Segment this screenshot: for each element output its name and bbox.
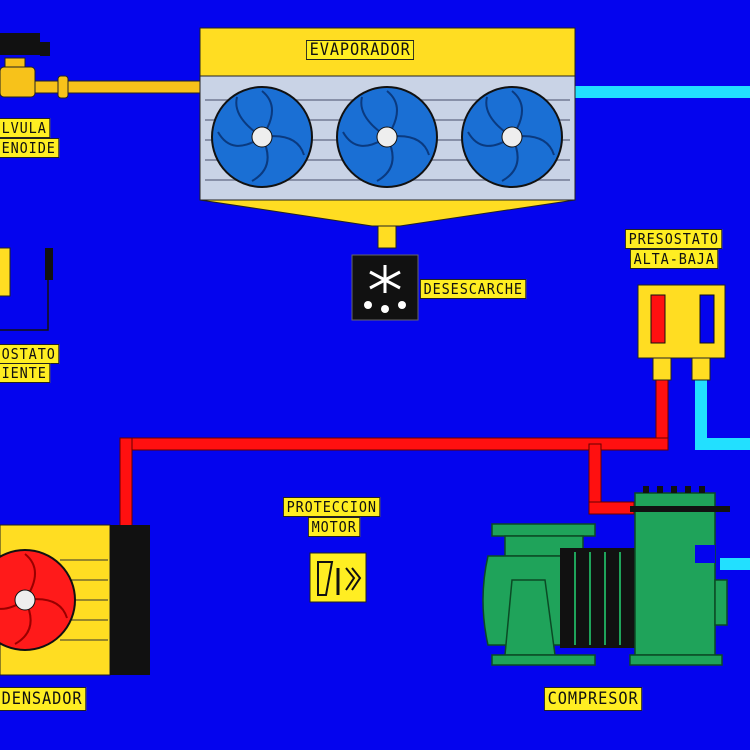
solenoid-valve[interactable] xyxy=(0,33,50,98)
fan-icon xyxy=(211,86,313,188)
snowflake-drops-icon[interactable] xyxy=(351,254,419,321)
pressure-switch[interactable] xyxy=(637,284,726,381)
motor-protection-label-line1: PROTECCION xyxy=(283,497,381,517)
evaporator-label: EVAPORADOR xyxy=(306,40,415,60)
pressure-switch-label-line1: PRESOSTATO xyxy=(625,229,723,249)
motor-protection-icon[interactable] xyxy=(309,552,367,603)
fan-icon xyxy=(336,86,438,188)
solenoid-valve-label-line2: ENOIDE xyxy=(0,138,60,158)
compressor[interactable] xyxy=(482,486,730,666)
condenser[interactable] xyxy=(0,524,150,676)
thermostat-label-line2: IENTE xyxy=(0,363,51,383)
solenoid-valve-label-line1: LVULA xyxy=(0,118,51,138)
compressor-label: COMPRESOR xyxy=(544,687,643,711)
thermostat-label-line1: OSTATO xyxy=(0,344,60,364)
discharge-line xyxy=(119,379,669,529)
pressure-switch-label-line2: ALTA-BAJA xyxy=(630,249,719,269)
condenser-label: DENSADOR xyxy=(0,687,87,711)
suction-line xyxy=(575,86,750,570)
liquid-line xyxy=(0,75,201,99)
evaporator-fans xyxy=(211,86,563,188)
defrost-label: DESESCARCHE xyxy=(420,279,527,299)
fan-icon xyxy=(0,549,76,651)
fan-icon xyxy=(461,86,563,188)
thermostat[interactable] xyxy=(0,247,53,331)
motor-protection-label-line2: MOTOR xyxy=(308,517,361,537)
